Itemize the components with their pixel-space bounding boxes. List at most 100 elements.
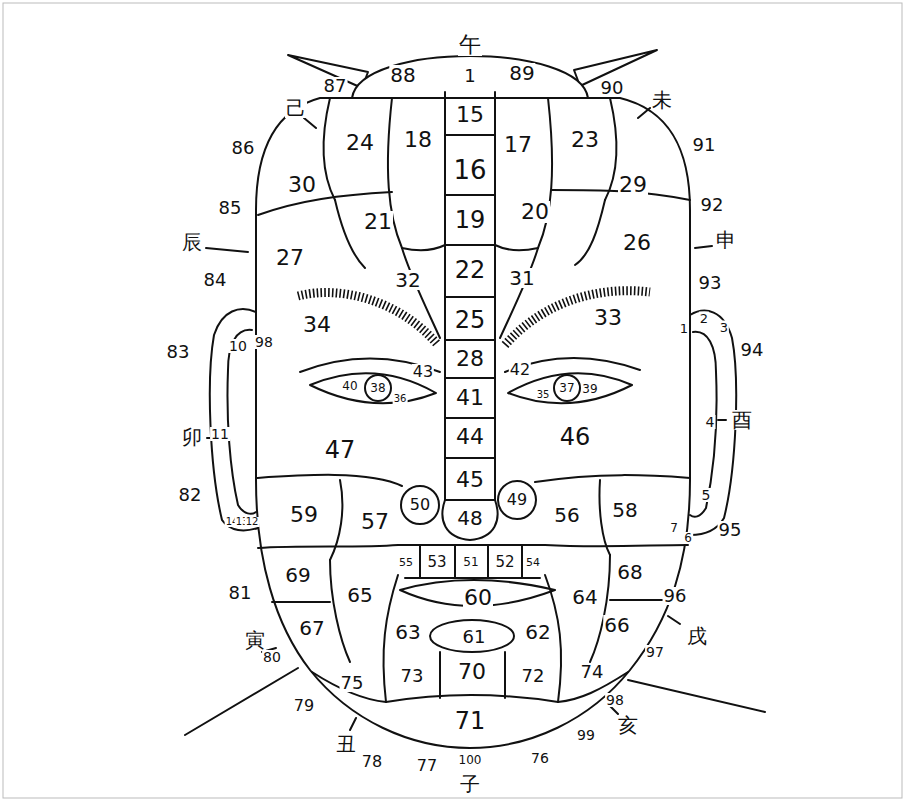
callout-number: 33 [593, 307, 623, 329]
callout-number: 54 [525, 557, 541, 568]
callout-number: 97 [645, 645, 665, 659]
callout-number: 53 [426, 555, 447, 570]
callout-number: 86 [231, 139, 256, 157]
callout-number: 3 [719, 321, 729, 334]
callout-number: 59 [289, 504, 319, 526]
branch-character: 申 [715, 230, 737, 250]
callout-number: 30 [287, 174, 317, 196]
callout-number: 37 [558, 382, 575, 394]
callout-number: 58 [611, 500, 638, 520]
callout-number: 25 [454, 308, 487, 332]
callout-number: 50 [409, 497, 431, 513]
callout-number: 70 [457, 661, 487, 683]
callout-number: 81 [228, 584, 253, 602]
callout-number: 94 [740, 341, 765, 359]
branch-character: 亥 [617, 715, 639, 735]
callout-number: 67 [298, 618, 325, 638]
callout-number: 89 [508, 63, 535, 83]
callout-number: 5 [701, 488, 712, 502]
branch-character: 卯 [181, 427, 203, 447]
callout-number: 43 [412, 364, 434, 380]
callout-number: 98 [605, 693, 625, 707]
branch-character: 寅 [244, 630, 266, 650]
callout-number: 6 [683, 532, 693, 544]
callout-number: 20 [520, 201, 550, 223]
callout-number: 60 [463, 587, 493, 609]
callout-number: 40 [341, 380, 358, 392]
callout-number: 18 [403, 129, 433, 151]
callout-number: 83 [166, 343, 191, 361]
callout-number: 21 [363, 211, 393, 233]
callout-number: 63 [394, 622, 421, 642]
callout-number: 48 [456, 508, 483, 528]
callout-number: 80 [262, 650, 282, 664]
callout-number: 73 [400, 667, 425, 685]
callout-number: 98 [254, 335, 274, 349]
callout-number: 92 [700, 196, 725, 214]
callout-number: 23 [570, 129, 600, 151]
callout-number: 46 [559, 425, 592, 449]
callout-number: 96 [663, 587, 688, 605]
callout-number: 85 [218, 199, 243, 217]
callout-number: 62 [524, 622, 551, 642]
callout-number: 26 [622, 232, 652, 254]
callout-number: 22 [454, 258, 487, 282]
callout-number: 93 [698, 274, 723, 292]
callout-number: 82 [178, 486, 203, 504]
branch-character: 午 [458, 34, 482, 56]
callout-number: 69 [284, 565, 311, 585]
callout-number: 4 [705, 415, 716, 429]
callout-number: 75 [340, 674, 365, 692]
callout-number: 2 [699, 312, 709, 325]
callout-number: 11 [210, 427, 230, 441]
callout-number: 41 [455, 387, 485, 409]
callout-number: 1 [679, 322, 689, 335]
callout-number: 29 [618, 174, 648, 196]
callout-number: 34 [302, 314, 332, 336]
callout-number: 91 [692, 136, 717, 154]
callout-number: 56 [553, 505, 580, 525]
branch-character: 己 [285, 98, 307, 118]
callout-number: 28 [455, 348, 485, 370]
callout-number: 27 [275, 247, 305, 269]
callout-number: 77 [416, 758, 438, 774]
callout-number: 42 [509, 362, 531, 378]
callout-number: 49 [506, 492, 528, 508]
callout-number: 76 [530, 751, 550, 765]
callout-number: 74 [580, 663, 605, 681]
callout-number: 90 [600, 79, 625, 97]
callout-number: 61 [462, 628, 487, 646]
callout-number: 78 [361, 754, 383, 770]
callout-number: 7 [669, 522, 679, 534]
callout-number: 10 [228, 339, 248, 353]
callout-number: 47 [324, 438, 357, 462]
callout-number: 52 [494, 555, 515, 570]
branch-character: 丑 [335, 734, 357, 754]
callout-number: 99 [576, 728, 596, 742]
callout-number: 36 [393, 394, 408, 404]
callout-number: 65 [346, 585, 373, 605]
callout-number: 55 [398, 557, 414, 568]
callout-number: 24 [345, 132, 375, 154]
callout-number: 84 [203, 271, 228, 289]
callout-number: 51 [462, 556, 479, 568]
callout-number: 57 [360, 511, 390, 533]
callout-number: 45 [455, 469, 485, 491]
callout-number: 100 [458, 754, 483, 766]
callout-number: 17 [503, 134, 533, 156]
branch-character: 辰 [181, 232, 203, 252]
callout-number: 44 [455, 426, 485, 448]
callout-number: 31 [508, 268, 535, 288]
branch-character: 酉 [731, 410, 753, 430]
callout-number: 71 [454, 709, 487, 733]
callout-number: 64 [571, 587, 598, 607]
callout-number: 87 [323, 77, 348, 95]
callout-number: 72 [521, 667, 546, 685]
callout-number: 66 [603, 615, 630, 635]
callout-number: 15 [455, 104, 485, 126]
branch-character: 子 [459, 774, 481, 794]
callout-number: 16 [452, 157, 487, 183]
callout-number: 68 [616, 562, 643, 582]
